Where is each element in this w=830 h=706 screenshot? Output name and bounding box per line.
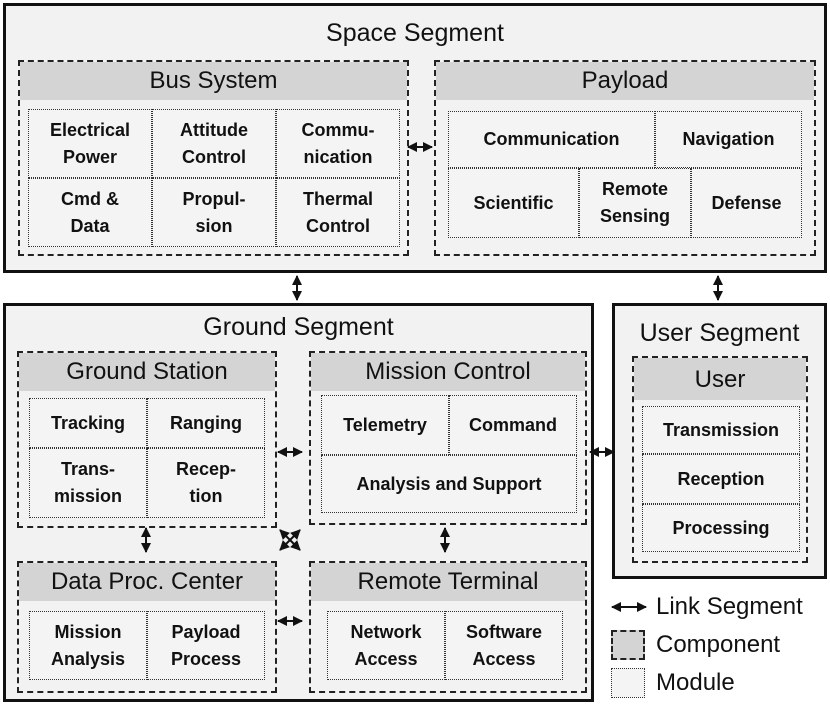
- user-title: User: [634, 358, 806, 400]
- module-command: Command: [449, 395, 577, 455]
- module-payload-process: Payload Process: [147, 611, 265, 680]
- legend-component-label: Component: [656, 631, 781, 658]
- payload-title: Payload: [436, 62, 814, 100]
- user-component: User Transmission Reception Processing: [632, 356, 808, 563]
- bus-system-title: Bus System: [20, 62, 407, 100]
- mission-control-title: Mission Control: [311, 353, 585, 391]
- module-communication-payload: Communication: [448, 111, 655, 168]
- module-analysis-support: Analysis and Support: [321, 455, 577, 513]
- module-transmission-gs: Trans- mission: [29, 448, 147, 518]
- data-proc-center-title: Data Proc. Center: [19, 563, 275, 601]
- data-proc-center-component: Data Proc. Center Mission Analysis Paylo…: [17, 561, 277, 693]
- space-segment: Space Segment Bus System Electrical Powe…: [3, 3, 827, 273]
- module-telemetry: Telemetry: [321, 395, 449, 455]
- module-tracking: Tracking: [29, 398, 147, 448]
- user-segment: User Segment User Transmission Reception…: [612, 303, 827, 579]
- module-reception-user: Reception: [642, 454, 800, 504]
- module-cmd-data: Cmd & Data: [28, 178, 152, 247]
- ground-station-title: Ground Station: [19, 353, 275, 391]
- ground-segment: Ground Segment Ground Station Tracking R…: [3, 303, 594, 702]
- module-reception-gs: Recep- tion: [147, 448, 265, 518]
- bus-system-component: Bus System Electrical Power Attitude Con…: [18, 60, 409, 256]
- module-network-access: Network Access: [327, 611, 445, 680]
- module-ranging: Ranging: [147, 398, 265, 448]
- module-mission-analysis: Mission Analysis: [29, 611, 147, 680]
- module-propulsion: Propul- sion: [152, 178, 276, 247]
- module-thermal-control: Thermal Control: [276, 178, 400, 247]
- remote-terminal-title: Remote Terminal: [311, 563, 585, 601]
- legend-module-swatch: [611, 668, 645, 698]
- module-processing-user: Processing: [642, 504, 800, 552]
- module-software-access: Software Access: [445, 611, 563, 680]
- module-electrical-power: Electrical Power: [28, 109, 152, 178]
- legend-module-label: Module: [656, 669, 735, 696]
- remote-terminal-component: Remote Terminal Network Access Software …: [309, 561, 587, 693]
- legend-component-swatch: [611, 630, 645, 660]
- module-scientific: Scientific: [448, 168, 579, 238]
- user-segment-title: User Segment: [639, 319, 800, 347]
- module-attitude-control: Attitude Control: [152, 109, 276, 178]
- mission-control-component: Mission Control Telemetry Command Analys…: [309, 351, 587, 525]
- ground-station-component: Ground Station Tracking Ranging Trans- m…: [17, 351, 277, 528]
- payload-component: Payload Communication Navigation Scienti…: [434, 60, 816, 256]
- space-segment-title: Space Segment: [326, 19, 504, 47]
- ground-segment-title: Ground Segment: [203, 313, 394, 341]
- module-defense: Defense: [691, 168, 802, 238]
- legend-link-label: Link Segment: [656, 593, 803, 620]
- module-transmission-user: Transmission: [642, 406, 800, 454]
- module-communication: Commu- nication: [276, 109, 400, 178]
- module-remote-sensing: Remote Sensing: [579, 168, 691, 238]
- module-navigation: Navigation: [655, 111, 802, 168]
